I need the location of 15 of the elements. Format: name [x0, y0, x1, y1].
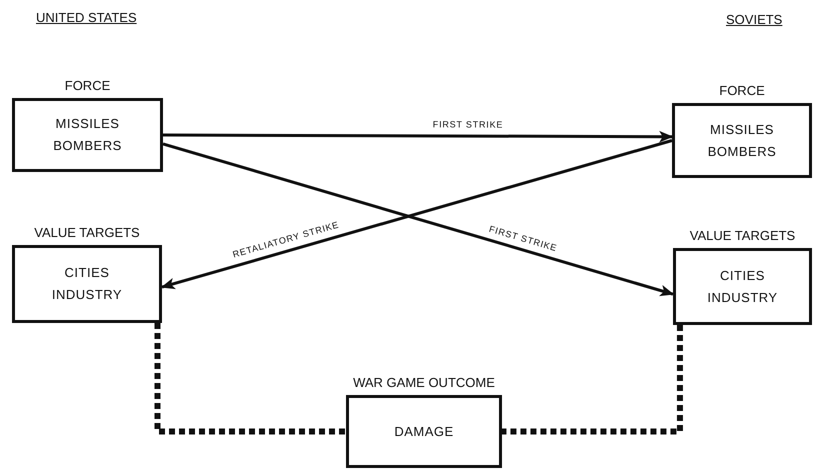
box-heading: FORCE [64, 78, 112, 94]
box-text: CITIES INDUSTRY [50, 264, 124, 304]
dashed-connector [154, 323, 346, 434]
box-heading: WAR GAME OUTCOME [352, 375, 496, 391]
box-heading: FORCE [718, 83, 766, 99]
box-text: CITIES INDUSTRY [706, 266, 779, 306]
column-heading: UNITED STATES [36, 10, 137, 25]
box-heading: VALUE TARGETS [688, 228, 796, 244]
arrow [163, 130, 674, 143]
column-heading: SOVIETS [726, 12, 782, 27]
dashed-connector [502, 325, 683, 434]
box-heading: VALUE TARGETS [33, 225, 141, 241]
box-text: DAMAGE [393, 422, 455, 440]
box-text: MISSILES BOMBERS [52, 115, 123, 155]
box-text: MISSILES BOMBERS [706, 120, 778, 160]
